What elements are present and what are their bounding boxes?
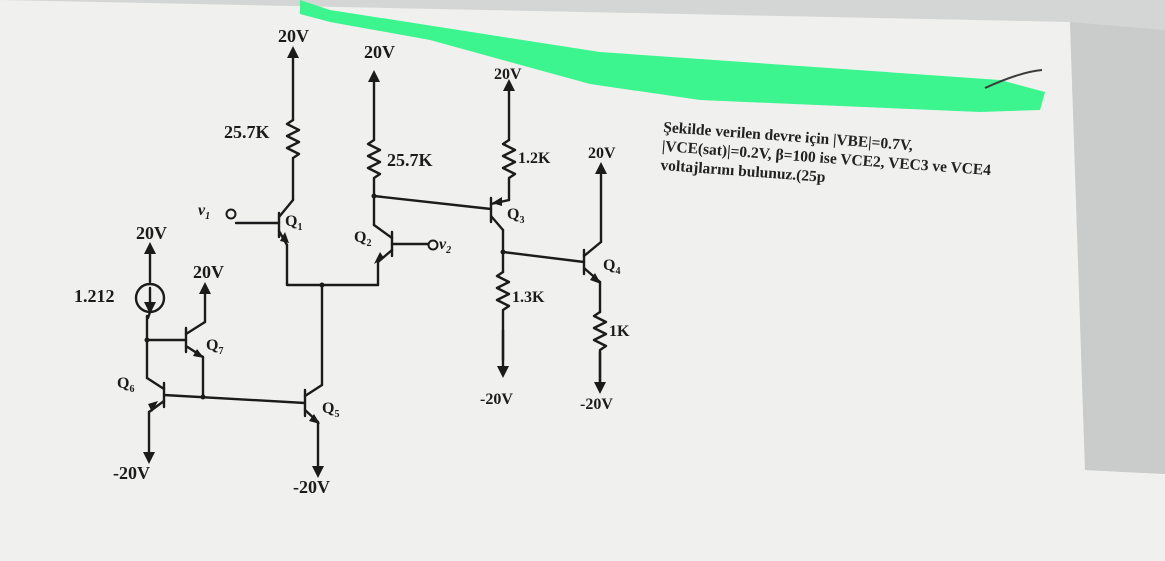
r-q1-collector-resistor bbox=[285, 118, 301, 202]
q3-collector-to-q4-base bbox=[501, 250, 586, 264]
q5-label: Q5 bbox=[322, 400, 340, 421]
input-v1-label: v1 bbox=[198, 202, 211, 223]
q6-label: Q6 bbox=[117, 375, 135, 396]
r-q2-collector-resistor bbox=[366, 138, 382, 227]
r-q3-emitter-resistor bbox=[501, 138, 517, 202]
q7-emitter-arrow bbox=[193, 349, 204, 358]
r-q3-emitter-label: 1.2K bbox=[518, 150, 551, 167]
r-q3-collector-resistor bbox=[495, 270, 511, 362]
q5-emitter-arrow bbox=[309, 414, 320, 424]
junction-dot bbox=[200, 394, 206, 400]
supply-q6-bottom-label: -20V bbox=[113, 463, 150, 483]
supply-q4-top-label: 20V bbox=[588, 145, 616, 162]
supply-q5-bottom-label: -20V bbox=[293, 477, 330, 497]
redaction-highlight-tail bbox=[984, 69, 1043, 89]
q6-emitter-arrow bbox=[148, 401, 158, 412]
q4-label: Q4 bbox=[603, 257, 621, 278]
input-terminal-2 bbox=[427, 239, 439, 251]
junction-dot bbox=[319, 282, 325, 288]
supply-q3-top-label: 20V bbox=[494, 66, 522, 83]
q4-collector bbox=[582, 240, 603, 258]
current-source-label: 1.212 bbox=[74, 286, 115, 306]
supply-q7-top-label: 20V bbox=[193, 262, 224, 282]
q7-label: Q7 bbox=[206, 337, 224, 358]
r-q1-collector-label: 25.7K bbox=[224, 122, 270, 142]
q5-collector bbox=[303, 383, 324, 398]
supply-q1-top-label: 20V bbox=[278, 26, 309, 46]
q3-emitter-arrow bbox=[492, 197, 502, 206]
r-q4-emitter-resistor bbox=[592, 310, 608, 387]
current-source-lead bbox=[146, 310, 152, 320]
junction-dot bbox=[144, 337, 150, 343]
q6-q5-base-line bbox=[162, 393, 307, 405]
r-q3-collector-label: 1.3K bbox=[512, 289, 545, 306]
q2-collector bbox=[372, 223, 394, 240]
junction-dot bbox=[371, 193, 377, 199]
redaction-highlight bbox=[300, 0, 1045, 112]
q4-emitter-arrow bbox=[590, 273, 601, 284]
q2-label: Q2 bbox=[354, 229, 372, 250]
q7-collector bbox=[184, 320, 207, 336]
supply-left-top-label: 20V bbox=[136, 223, 167, 243]
junction-dot bbox=[500, 249, 506, 255]
input-v2-label: v2 bbox=[439, 236, 452, 257]
q1-label: Q1 bbox=[285, 213, 303, 234]
q3-label: Q3 bbox=[507, 206, 525, 227]
r-q2-collector-label: 25.7K bbox=[387, 150, 433, 170]
q2-collector-to-q3-base bbox=[372, 194, 493, 211]
q1-emitter-arrow bbox=[280, 232, 289, 243]
paper-shadow bbox=[1070, 22, 1165, 474]
q1-collector bbox=[277, 198, 295, 219]
q6-collector bbox=[145, 376, 166, 391]
input-terminal-1 bbox=[225, 208, 237, 220]
q3-collector bbox=[489, 214, 505, 232]
diff-pair-tail bbox=[285, 281, 380, 287]
supply-q2-top-label: 20V bbox=[364, 42, 395, 62]
supply-q4-bottom-label: -20V bbox=[580, 396, 613, 413]
r-q4-emitter-label: 1K bbox=[609, 323, 630, 340]
supply-q3-bottom-label: -20V bbox=[480, 391, 513, 408]
q2-emitter-arrow bbox=[374, 252, 384, 264]
